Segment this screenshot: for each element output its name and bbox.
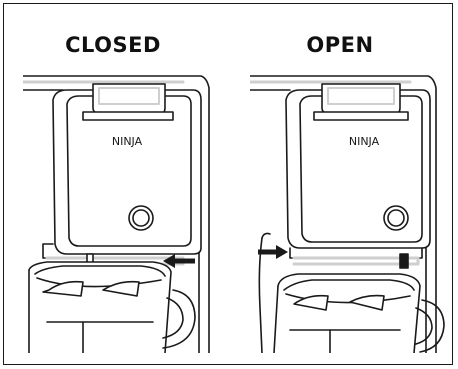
open-illustration: NINJA [250,75,445,353]
brand-logo-open: NINJA [349,135,380,148]
open-label: OPEN [306,33,374,57]
closed-label: CLOSED [65,33,161,57]
front-panel [66,95,192,247]
carafe-outline [277,273,421,353]
brand-logo-closed: NINJA [112,135,143,148]
machine-body-outline [23,75,210,353]
machine-body-outline [250,75,437,353]
drip-stop-valve [399,253,409,269]
closed-illustration: NINJA [23,75,210,353]
carafe-outline [28,261,172,353]
front-panel [299,95,423,243]
